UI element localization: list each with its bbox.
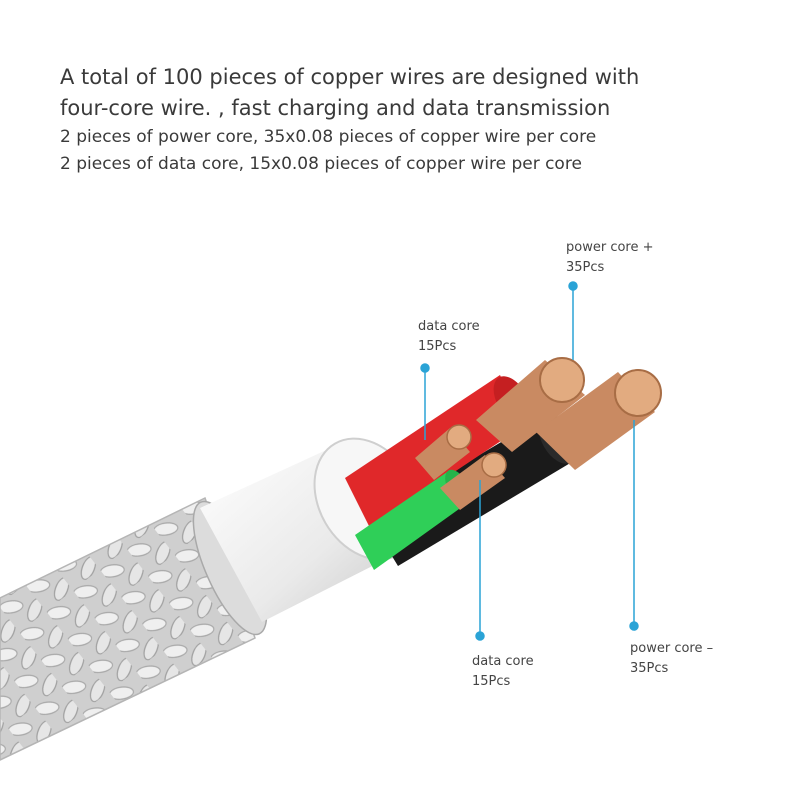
callout-power-plus: power core + 35Pcs	[566, 238, 654, 278]
heading-line-1: A total of 100 pieces of copper wires ar…	[60, 65, 640, 89]
green-insulation	[355, 470, 466, 570]
heading: A total of 100 pieces of copper wires ar…	[60, 62, 780, 178]
callout-data-top-count: 15Pcs	[418, 339, 457, 354]
copper-power-minus-end	[614, 369, 662, 417]
copper-data-top-end	[446, 424, 472, 450]
callout-data-top: data core 15Pcs	[418, 317, 480, 357]
callout-data-bottom: data core 15Pcs	[472, 652, 534, 692]
dot-power-plus	[568, 281, 578, 291]
heading-line-2: four-core wire. , fast charging and data…	[60, 96, 611, 120]
callout-power-minus-name: power core –	[630, 641, 714, 656]
copper-power-plus-end	[539, 357, 585, 403]
dot-data-top	[420, 363, 430, 373]
dot-power-minus	[629, 621, 639, 631]
callout-data-top-name: data core	[418, 319, 480, 334]
copper-data-bottom-end	[481, 452, 507, 478]
heading-line-3: 2 pieces of power core, 35x0.08 pieces o…	[60, 127, 597, 147]
callout-power-plus-name: power core +	[566, 240, 654, 255]
callout-power-plus-count: 35Pcs	[566, 260, 605, 275]
callout-data-bottom-name: data core	[472, 654, 534, 669]
callout-data-bottom-count: 15Pcs	[472, 674, 511, 689]
callout-power-minus-count: 35Pcs	[630, 661, 669, 676]
braided-sleeve	[0, 496, 256, 761]
callout-power-minus: power core – 35Pcs	[630, 639, 713, 679]
heading-line-4: 2 pieces of data core, 15x0.08 pieces of…	[60, 154, 582, 174]
dot-data-bottom	[475, 631, 485, 641]
